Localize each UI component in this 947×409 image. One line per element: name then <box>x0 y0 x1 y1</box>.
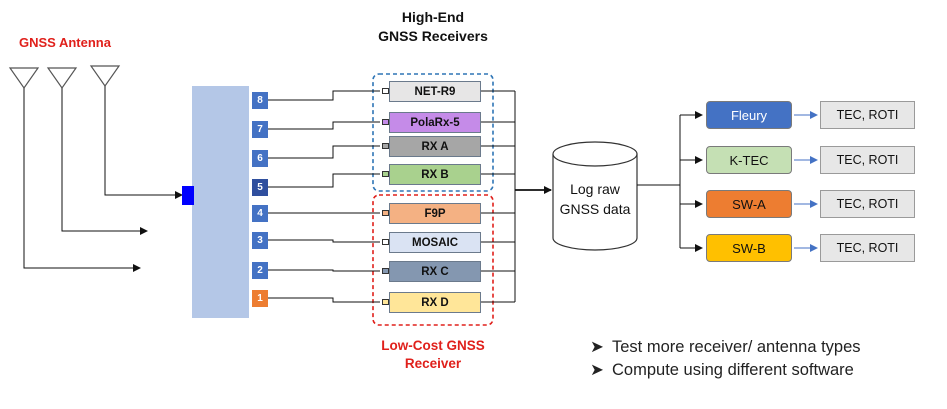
database-label: Log raw GNSS data <box>553 179 637 219</box>
rx-connector <box>382 239 389 245</box>
receiver-net-r9: NET-R9 <box>389 81 481 102</box>
low-cost-title-line2: Receiver <box>404 356 462 371</box>
port-7-link <box>268 121 380 130</box>
high-end-title-line2: GNSS Receivers <box>378 28 488 44</box>
output-swa-tec-roti: TEC, ROTI <box>820 190 915 218</box>
receiver-rx-d: RX D <box>389 292 481 313</box>
antenna-feed-line <box>23 88 141 272</box>
rx-connector <box>382 268 389 274</box>
receiver-mosaic: MOSAIC <box>389 232 481 253</box>
software-sw-a: SW-A <box>706 190 792 218</box>
bullet-text: Test more receiver/ antenna types <box>612 338 861 356</box>
signal-splitter <box>192 86 249 318</box>
port-1-link <box>268 297 380 303</box>
splitter-port-5: 5 <box>252 179 268 196</box>
rx-connector <box>382 88 389 94</box>
port-8-link <box>268 90 380 101</box>
high-end-title-line1: High-End <box>401 9 465 25</box>
output-fleury-tec-roti: TEC, ROTI <box>820 101 915 129</box>
software-fleury: Fleury <box>706 101 792 129</box>
antenna-icon <box>8 65 121 90</box>
bullet-item: ➤ Compute using different software <box>590 360 854 380</box>
database-label-line2: GNSS data <box>559 201 631 217</box>
splitter-port-6: 6 <box>252 150 268 167</box>
antenna-feed-line <box>61 88 148 235</box>
receiver-polarx-5: PolaRx-5 <box>389 112 481 133</box>
output-ktec-tec-roti: TEC, ROTI <box>820 146 915 174</box>
port-2-link <box>268 269 380 272</box>
software-k-tec: K-TEC <box>706 146 792 174</box>
rx-connector <box>382 171 389 177</box>
splitter-port-2: 2 <box>252 262 268 279</box>
low-cost-group-box <box>372 194 494 326</box>
rx-connector <box>382 119 389 125</box>
receiver-rx-a: RX A <box>389 136 481 157</box>
high-end-title: High-End GNSS Receivers <box>358 8 508 46</box>
port-3-link <box>268 239 380 243</box>
database-label-line1: Log raw <box>570 181 620 197</box>
receiver-rx-b: RX B <box>389 164 481 185</box>
splitter-port-7: 7 <box>252 121 268 138</box>
splitter-port-4: 4 <box>252 205 268 222</box>
receiver-rx-c: RX C <box>389 261 481 282</box>
bullet-item: ➤ Test more receiver/ antenna types <box>590 337 861 357</box>
database-icon <box>552 141 638 251</box>
rx-connector <box>382 210 389 216</box>
antenna-title: GNSS Antenna <box>19 35 111 50</box>
low-cost-title-line1: Low-Cost GNSS <box>381 338 485 353</box>
receiver-f9p: F9P <box>389 203 481 224</box>
bullet-arrow-icon: ➤ <box>590 338 604 356</box>
splitter-port-8: 8 <box>252 92 268 109</box>
antenna-feed-line <box>104 86 183 199</box>
splitter-input-port <box>182 186 194 205</box>
rx-connector <box>382 299 389 305</box>
software-sw-b: SW-B <box>706 234 792 262</box>
splitter-port-3: 3 <box>252 232 268 249</box>
rx-connector <box>382 143 389 149</box>
port-5-link <box>268 173 380 188</box>
high-end-group-box <box>372 73 494 192</box>
splitter-port-1: 1 <box>252 290 268 307</box>
port-6-link <box>268 145 380 159</box>
output-swb-tec-roti: TEC, ROTI <box>820 234 915 262</box>
low-cost-title: Low-Cost GNSS Receiver <box>358 337 508 373</box>
bullet-arrow-icon: ➤ <box>590 361 604 379</box>
bullet-text: Compute using different software <box>612 361 854 379</box>
